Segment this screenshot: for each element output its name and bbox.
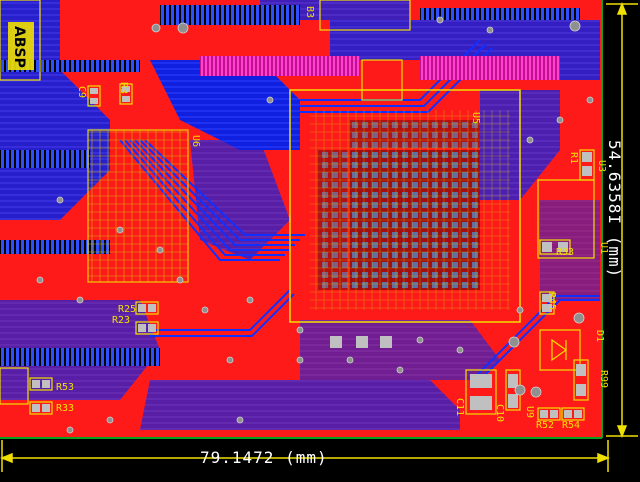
label-u3: U3 <box>596 160 607 173</box>
connector-top-right <box>420 8 580 20</box>
label-u6: U6 <box>190 135 201 148</box>
label-r54: R54 <box>562 420 581 431</box>
smd-pads <box>32 86 592 418</box>
connector-left-bottom <box>0 240 110 254</box>
label-r3: R3 <box>118 82 129 95</box>
bga-chip <box>289 89 521 323</box>
label-u9: U9 <box>524 406 535 419</box>
vias <box>36 16 594 434</box>
label-u1: U1 <box>598 242 609 255</box>
label-c11: C11 <box>454 398 465 417</box>
label-c10: C10 <box>494 404 505 423</box>
dimension-vertical <box>606 1 638 439</box>
label-r1: R1 <box>568 152 579 165</box>
label-r99: R99 <box>598 370 609 389</box>
label-b3: B3 <box>304 6 315 19</box>
connector-left-mid <box>0 150 90 168</box>
label-r45: R45 <box>546 292 557 311</box>
connector-top-left <box>0 60 140 72</box>
logo-text: ABSP <box>11 26 27 68</box>
connector-top <box>160 5 300 25</box>
left-ic-outline <box>87 129 189 283</box>
connector-right-pink <box>420 56 560 80</box>
right-ic-outline <box>537 179 595 259</box>
height-dimension-label: 54.6358I (mm) <box>605 140 624 279</box>
label-d1: D1 <box>594 330 605 343</box>
label-r53: R53 <box>56 382 75 393</box>
component-outlines <box>0 0 595 421</box>
diode-d1 <box>551 338 568 362</box>
label-r25: R25 <box>118 304 137 315</box>
label-r33-left: R33 <box>56 403 75 414</box>
logo-block <box>8 22 34 70</box>
label-r52: R52 <box>536 420 555 431</box>
label-u5: U5 <box>470 112 481 125</box>
label-r23: R23 <box>112 315 131 326</box>
label-r33-right: R33 <box>556 247 575 258</box>
width-dimension-label: 79.1472 (mm) <box>200 448 328 467</box>
connector-top-pink <box>200 56 360 76</box>
connector-bottom <box>0 348 160 366</box>
label-c9: C9 <box>76 86 87 99</box>
dimension-horizontal <box>0 440 611 472</box>
